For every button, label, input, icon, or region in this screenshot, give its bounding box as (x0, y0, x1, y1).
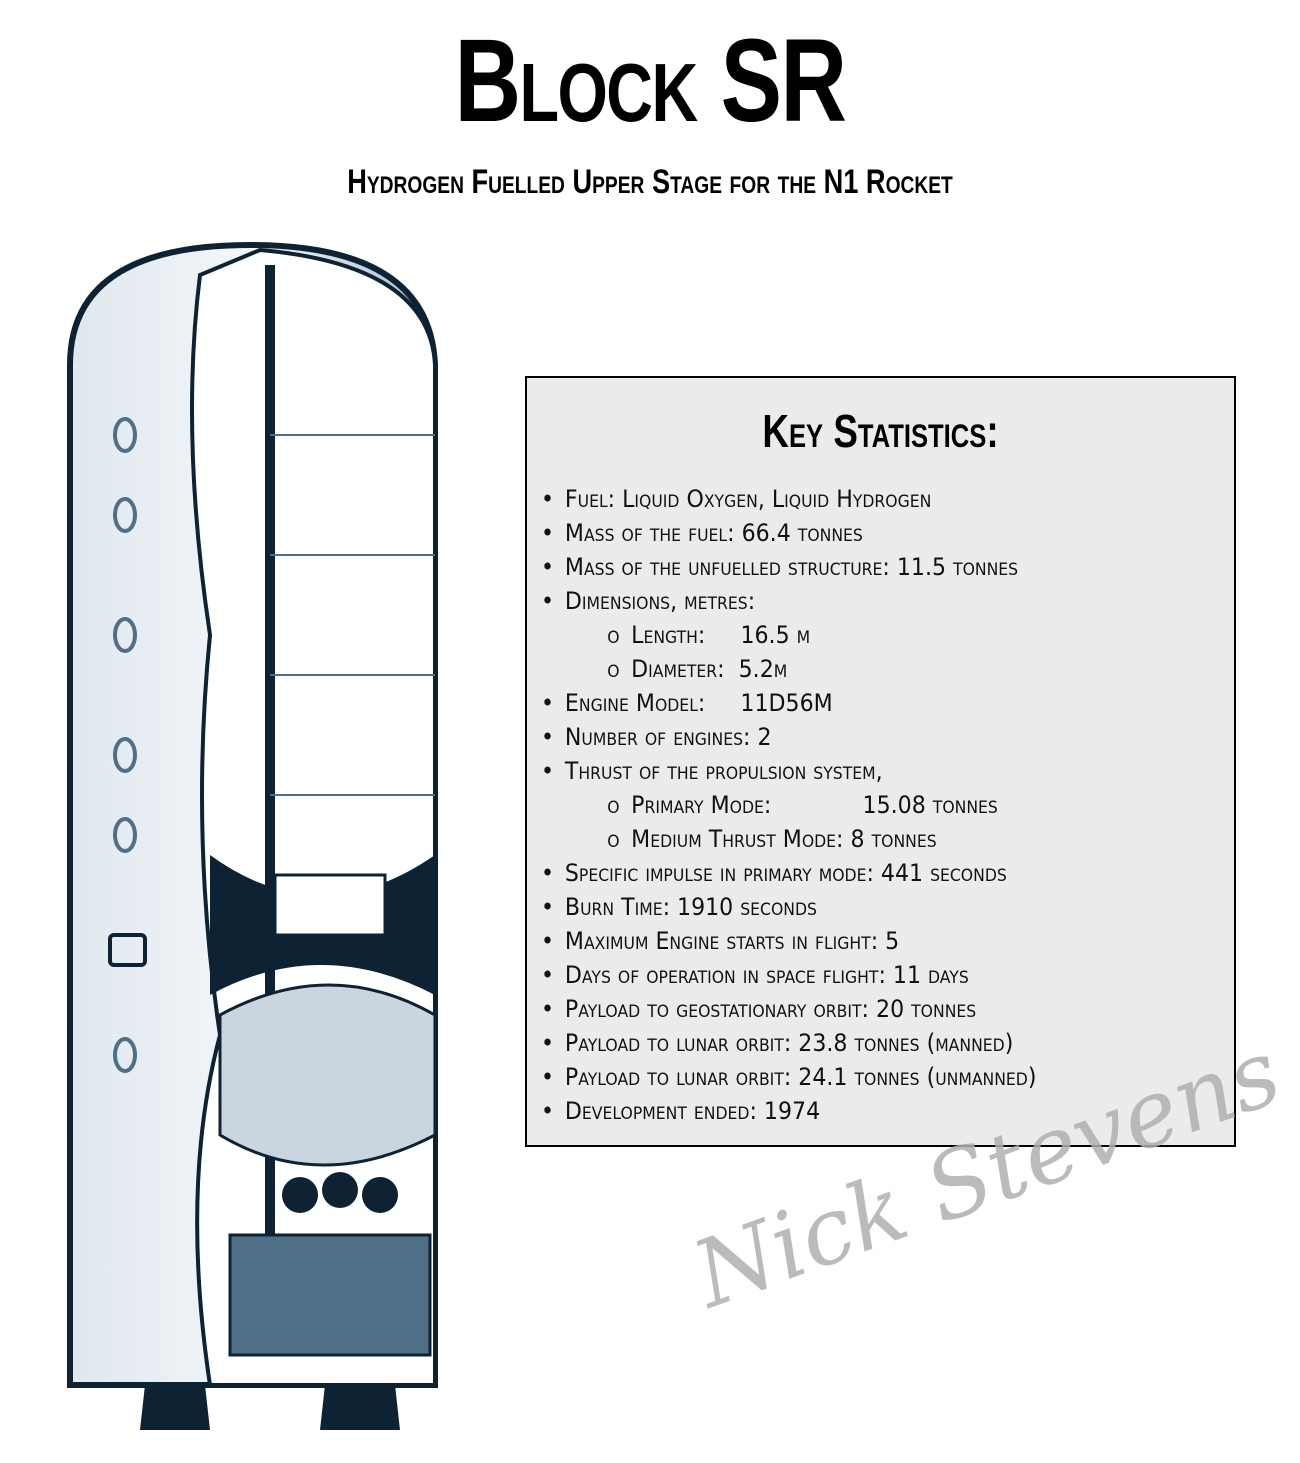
bullet-icon: • (541, 961, 555, 989)
stat-text: Primary Mode: 15.08 tonnes (631, 791, 998, 819)
bullet-icon: • (541, 927, 555, 955)
bullet-icon: • (541, 859, 555, 887)
bullet-icon: • (541, 1063, 555, 1091)
stat-text: Length: 16.5 m (631, 621, 811, 649)
bullet-icon: • (541, 587, 555, 615)
bullet-icon: • (541, 1029, 555, 1057)
bullet-icon: • (541, 553, 555, 581)
stat-text: Development ended: 1974 (564, 1097, 821, 1125)
stat-text: Payload to lunar orbit: 24.1 tonnes (unm… (564, 1063, 1037, 1091)
stat-sub-item: o Primary Mode: 15.08 tonnes (541, 788, 1036, 822)
stat-text: Engine Model: 11D56M (564, 689, 833, 717)
stat-text: Number of engines: 2 (564, 723, 772, 751)
bullet-icon: • (541, 995, 555, 1023)
stat-item: • Days of operation in space flight: 11 d… (541, 958, 1036, 992)
bullet-icon: • (541, 723, 555, 751)
stat-item: • Thrust of the propulsion system, (541, 754, 1036, 788)
stat-sub-item: o Diameter: 5.2m (541, 652, 1036, 686)
bullet-icon: • (541, 893, 555, 921)
stat-item: • Maximum Engine starts in flight: 5 (541, 924, 1036, 958)
page-subtitle: Hydrogen Fuelled Upper Stage for the N1 … (347, 163, 953, 201)
stat-item: • Number of engines: 2 (541, 720, 1036, 754)
rocket-cutaway-illustration (67, 241, 438, 1430)
stat-text: Days of operation in space flight: 11 da… (564, 961, 969, 989)
page-title: Block SR (454, 15, 847, 147)
stat-sub-item: o Medium Thrust Mode: 8 tonnes (541, 822, 1036, 856)
stat-text: Specific impulse in primary mode: 441 se… (564, 859, 1007, 887)
key-statistics-title: Key Statistics: (762, 405, 999, 457)
sub-bullet-icon: o (607, 655, 620, 683)
stat-text: Payload to geostationary orbit: 20 tonne… (564, 995, 977, 1023)
stat-item: • Development ended: 1974 (541, 1094, 1036, 1128)
stat-text: Fuel: Liquid Oxygen, Liquid Hydrogen (564, 485, 932, 513)
stat-item: • Engine Model: 11D56M (541, 686, 1036, 720)
stat-item: • Specific impulse in primary mode: 441 s… (541, 856, 1036, 890)
stat-text: Thrust of the propulsion system, (564, 757, 883, 785)
stat-item: • Payload to geostationary orbit: 20 tonn… (541, 992, 1036, 1026)
bullet-icon: • (541, 1097, 555, 1125)
stat-text: Diameter: 5.2m (631, 655, 788, 683)
key-statistics-panel: Key Statistics: • Fuel: Liquid Oxygen, Li… (525, 376, 1236, 1147)
key-statistics-list: • Fuel: Liquid Oxygen, Liquid Hydrogen • Ma… (541, 482, 1080, 1128)
stat-item: • Fuel: Liquid Oxygen, Liquid Hydrogen (541, 482, 1036, 516)
bullet-icon: • (541, 485, 555, 513)
stat-sub-item: o Length: 16.5 m (541, 618, 1036, 652)
bullet-icon: • (541, 757, 555, 785)
stat-text: Maximum Engine starts in flight: 5 (564, 927, 900, 955)
stat-item: • Payload to lunar orbit: 24.1 tonnes (un… (541, 1060, 1036, 1094)
stat-item: • Mass of the unfuelled structure: 11.5 t… (541, 550, 1036, 584)
stat-item: • Payload to lunar orbit: 23.8 tonnes (ma… (541, 1026, 1036, 1060)
stat-item: • Burn Time: 1910 seconds (541, 890, 1036, 924)
bullet-icon: • (541, 519, 555, 547)
sub-bullet-icon: o (607, 621, 620, 649)
bullet-icon: • (541, 689, 555, 717)
stat-text: Medium Thrust Mode: 8 tonnes (631, 825, 937, 853)
stat-text: Mass of the fuel: 66.4 tonnes (564, 519, 863, 547)
stat-text: Payload to lunar orbit: 23.8 tonnes (man… (564, 1029, 1014, 1057)
stat-text: Dimensions, metres: (564, 587, 756, 615)
sub-bullet-icon: o (607, 825, 620, 853)
stat-item: • Dimensions, metres: (541, 584, 1036, 618)
stat-text: Mass of the unfuelled structure: 11.5 to… (564, 553, 1019, 581)
stat-text: Burn Time: 1910 seconds (564, 893, 817, 921)
sub-bullet-icon: o (607, 791, 620, 819)
stat-item: • Mass of the fuel: 66.4 tonnes (541, 516, 1036, 550)
